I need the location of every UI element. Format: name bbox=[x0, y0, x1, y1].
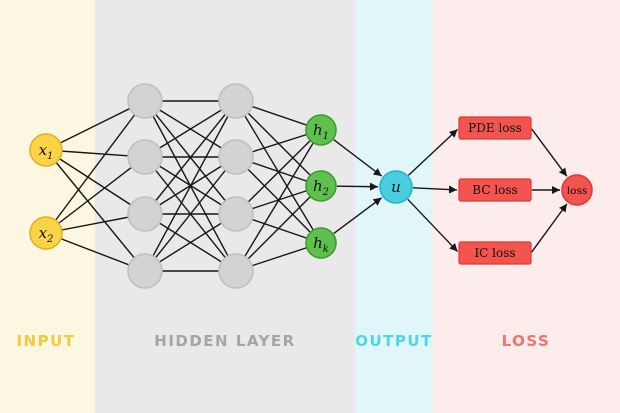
svg-text:h1: h1 bbox=[313, 121, 329, 142]
connection-line bbox=[144, 100, 237, 158]
pde-loss-box: PDE loss bbox=[458, 116, 532, 140]
input-band-label: INPUT bbox=[16, 332, 75, 350]
connection-line bbox=[45, 149, 146, 272]
green-node-h1: h1 bbox=[305, 114, 337, 146]
connection-line bbox=[144, 100, 237, 215]
input-band bbox=[0, 0, 95, 413]
connection-arrow bbox=[407, 128, 459, 176]
input-node-x2-label: x bbox=[39, 224, 48, 242]
ic-loss-label: IC loss bbox=[474, 246, 515, 260]
bc-loss-box: BC loss bbox=[458, 178, 532, 202]
hidden-node bbox=[218, 196, 254, 232]
connection-line bbox=[144, 156, 237, 272]
hidden-node bbox=[127, 253, 163, 289]
svg-text:h2: h2 bbox=[313, 177, 329, 198]
svg-text:x1: x1 bbox=[39, 141, 54, 162]
hidden-node bbox=[218, 139, 254, 175]
total-loss-label: loss bbox=[567, 185, 587, 197]
total-loss-node: loss bbox=[561, 174, 593, 206]
svg-text:hk: hk bbox=[313, 234, 329, 255]
hidden-node bbox=[127, 83, 163, 119]
loss-band-label: LOSS bbox=[502, 332, 551, 350]
connection-arrow bbox=[531, 203, 568, 253]
output-node-u: u bbox=[379, 170, 413, 204]
connection-line bbox=[235, 129, 322, 215]
input-node-x1-label: x bbox=[39, 141, 48, 159]
green-node-h2-subscript: 2 bbox=[322, 187, 329, 198]
connection-arrow bbox=[336, 182, 379, 191]
pde-loss-label: PDE loss bbox=[468, 121, 522, 135]
green-node-hk-label: h bbox=[313, 234, 323, 252]
input-node-x1: x1 bbox=[29, 133, 63, 167]
output-band-label: OUTPUT bbox=[355, 332, 433, 350]
connection-arrow bbox=[412, 185, 458, 194]
hidden-node bbox=[127, 196, 163, 232]
connection-line bbox=[235, 129, 322, 272]
green-node-h2: h2 bbox=[305, 170, 337, 202]
connection-line bbox=[144, 213, 237, 272]
connection-arrow bbox=[333, 197, 382, 234]
output-node-u-label: u bbox=[391, 178, 401, 196]
connection-line bbox=[45, 100, 146, 151]
connection-line bbox=[45, 156, 146, 234]
hidden-band-label: HIDDEN LAYER bbox=[154, 332, 295, 350]
green-node-h1-label: h bbox=[313, 121, 323, 139]
green-node-h1-subscript: 1 bbox=[323, 131, 329, 142]
bc-loss-label: BC loss bbox=[472, 183, 517, 197]
connection-arrow bbox=[333, 139, 383, 177]
connection-arrow bbox=[407, 198, 459, 253]
input-node-x1-subscript: 1 bbox=[47, 151, 53, 162]
connection-arrow bbox=[531, 128, 568, 177]
green-node-hk-subscript: k bbox=[323, 244, 329, 255]
loss-band bbox=[432, 0, 620, 413]
ic-loss-box: IC loss bbox=[458, 241, 532, 265]
hidden-node bbox=[218, 83, 254, 119]
hidden-node bbox=[127, 139, 163, 175]
output-band bbox=[355, 0, 432, 413]
input-node-x2-subscript: 2 bbox=[46, 234, 53, 245]
input-node-x2: x2 bbox=[29, 216, 63, 250]
connection-line bbox=[45, 149, 146, 215]
green-node-hk: hk bbox=[305, 227, 337, 259]
connection-line bbox=[45, 100, 146, 234]
green-node-h2-label: h bbox=[313, 177, 323, 195]
svg-text:x2: x2 bbox=[39, 224, 54, 245]
hidden-node bbox=[218, 253, 254, 289]
connection-line bbox=[235, 185, 322, 272]
connection-line bbox=[144, 100, 237, 272]
